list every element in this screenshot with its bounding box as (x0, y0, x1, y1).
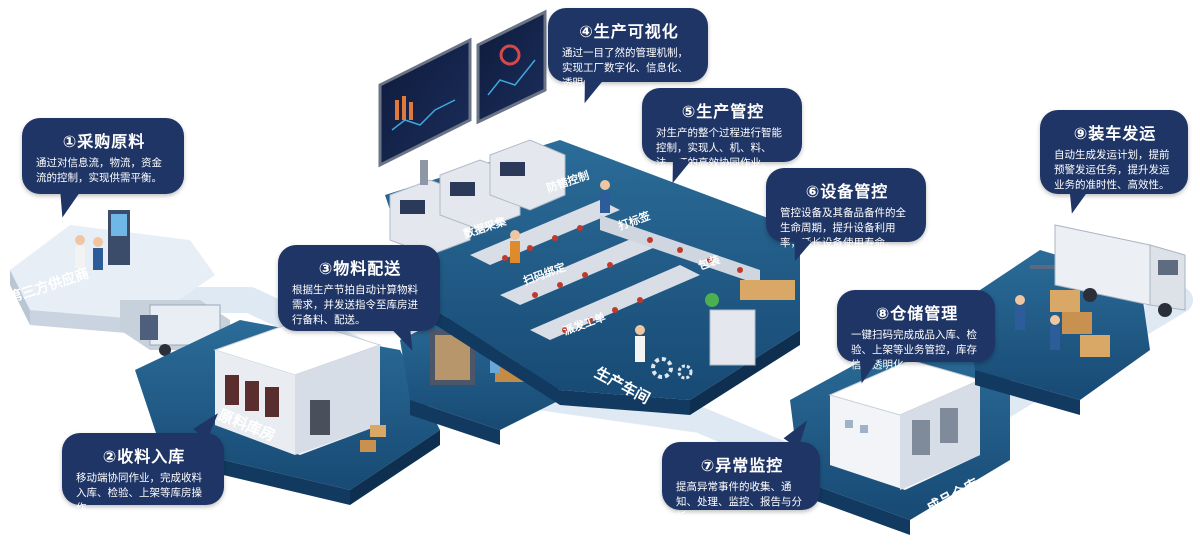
callout-material-delivery-title: ③物料配送 (318, 259, 402, 278)
callout-equipment-control: ⑥设备管控 管控设备及其备品备件的全生命周期，提升设备利用率，延长设备使用寿命。 (766, 168, 926, 249)
callout-warehouse-management: ⑧仓储管理 一键扫码完成成品入库、检验、上架等业务管控，库存信息透明化。 (837, 290, 995, 371)
callout-receiving: ②收料入库 移动端协同作业，完成收料入库、检验、上架等库房操作。 (62, 433, 224, 514)
callout-material-delivery-desc: 根据生产节拍自动计算物料需求，并发送指令至库房进行备料、配送。 (292, 284, 418, 326)
callout-exception-monitoring-title: ⑦异常监控 (700, 456, 784, 475)
callout-loading-shipping: ⑨装车发运 自动生成发运计划，提前预警发运任务，提升发运业务的准时性、高效性。 (1040, 110, 1188, 194)
callout-loading-shipping-desc: 自动生成发运计划，提前预警发运任务，提升发运业务的准时性、高效性。 (1054, 149, 1170, 191)
callout-equipment-control-title: ⑥设备管控 (805, 182, 889, 201)
finished-warehouse-platform (790, 340, 1010, 535)
callout-exception-monitoring: ⑦异常监控 提高异常事件的收集、通知、处理、监控、报告与分析。 (662, 442, 820, 523)
callout-production-control: ⑤生产管控 对生产的整个过程进行智能控制，实现人、机、料、法、环的高效协同作业。 (642, 88, 802, 169)
callout-visualization: ④生产可视化 通过一目了然的管理机制，实现工厂数字化、信息化、透明化。 (548, 8, 708, 89)
callout-warehouse-management-desc: 一键扫码完成成品入库、检验、上架等业务管控，库存信息透明化。 (851, 329, 977, 371)
callout-receiving-title: ②收料入库 (102, 447, 186, 466)
callout-loading-shipping-title: ⑨装车发运 (1073, 124, 1157, 143)
callout-production-control-title: ⑤生产管控 (681, 102, 765, 121)
callout-procurement: ①采购原料 通过对信息流，物流，资金流的控制，实现供需平衡。 (22, 118, 184, 194)
callout-exception-monitoring-desc: 提高异常事件的收集、通知、处理、监控、报告与分析。 (676, 481, 802, 523)
callout-visualization-desc: 通过一目了然的管理机制，实现工厂数字化、信息化、透明化。 (562, 47, 688, 89)
callout-material-delivery: ③物料配送 根据生产节拍自动计算物料需求，并发送指令至库房进行备料、配送。 (278, 245, 440, 331)
outbound-truck (1054, 224, 1186, 317)
callout-warehouse-management-title: ⑧仓储管理 (875, 304, 959, 323)
callout-production-control-desc: 对生产的整个过程进行智能控制，实现人、机、料、法、环的高效协同作业。 (656, 127, 782, 169)
production-workshop-platform (378, 9, 800, 415)
callout-equipment-control-desc: 管控设备及其备品备件的全生命周期，提升设备利用率，延长设备使用寿命。 (780, 207, 906, 249)
callout-procurement-title: ①采购原料 (62, 132, 146, 151)
callout-procurement-desc: 通过对信息流，物流，资金流的控制，实现供需平衡。 (36, 157, 162, 184)
callout-receiving-desc: 移动端协同作业，完成收料入库、检验、上架等库房操作。 (76, 472, 202, 514)
callout-visualization-title: ④生产可视化 (579, 22, 679, 41)
